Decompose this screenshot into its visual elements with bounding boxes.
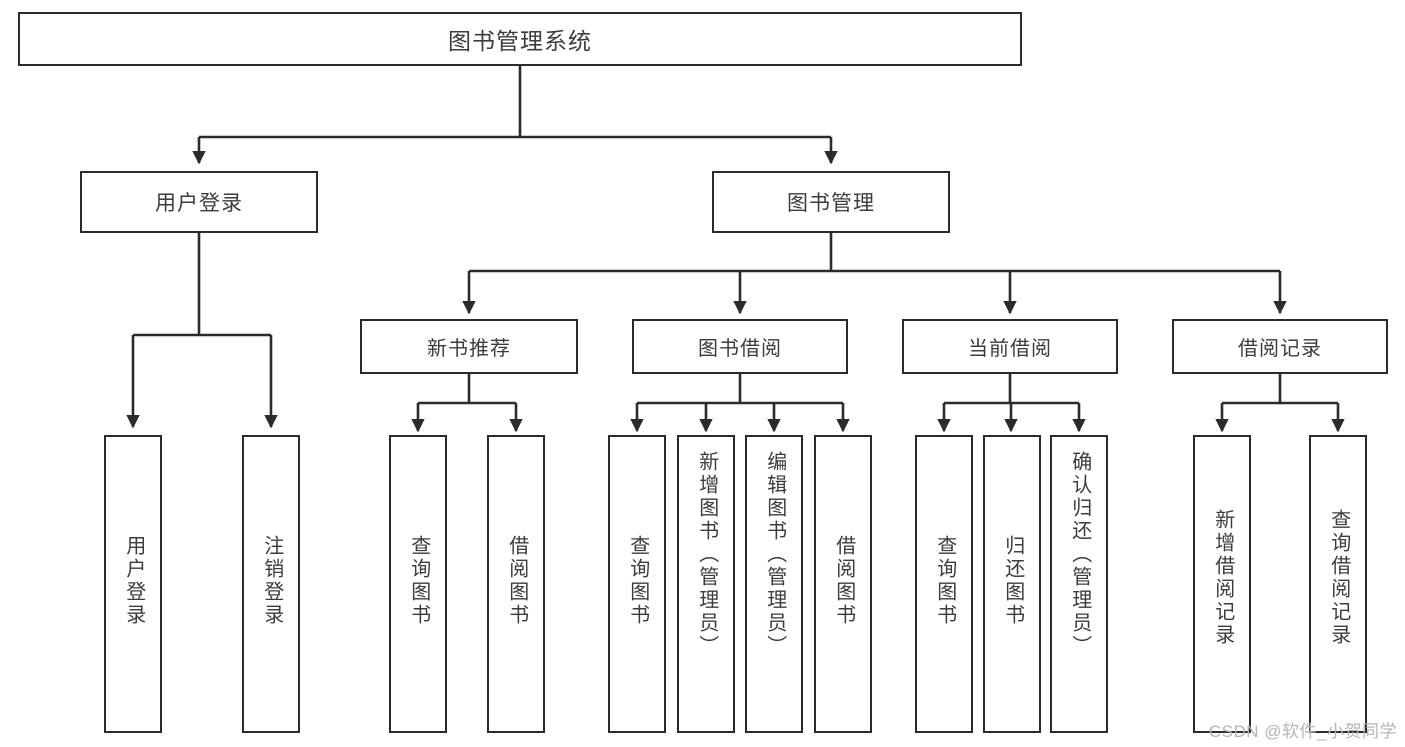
node-user-login[interactable]: 用户登录 — [80, 171, 318, 233]
node-label: 图书借阅 — [698, 338, 782, 360]
node-label: 当前借阅 — [968, 338, 1052, 360]
leaf-query-book-2[interactable]: 查询图书 — [608, 435, 666, 733]
node-book-borrow[interactable]: 图书借阅 — [632, 319, 848, 374]
leaf-label: 新增图书（管理员） — [695, 451, 718, 658]
leaf-label: 归还图书 — [1001, 535, 1024, 627]
leaf-label: 确认归还（管理员） — [1068, 451, 1091, 658]
leaf-add-book[interactable]: 新增图书（管理员） — [677, 435, 735, 733]
leaf-label: 注销登录 — [260, 535, 283, 627]
node-current-borrow[interactable]: 当前借阅 — [902, 319, 1118, 374]
leaf-return-book[interactable]: 归还图书 — [983, 435, 1041, 733]
leaf-add-borrow-record[interactable]: 新增借阅记录 — [1193, 435, 1251, 733]
leaf-query-book-3[interactable]: 查询图书 — [915, 435, 973, 733]
node-book-management[interactable]: 图书管理 — [712, 171, 950, 233]
leaf-query-borrow-record[interactable]: 查询借阅记录 — [1309, 435, 1367, 733]
leaf-label: 查询图书 — [933, 535, 956, 627]
leaf-label: 查询图书 — [407, 535, 430, 627]
leaf-label: 新增借阅记录 — [1211, 509, 1234, 647]
leaf-label: 编辑图书（管理员） — [763, 451, 786, 658]
node-borrow-record[interactable]: 借阅记录 — [1172, 319, 1388, 374]
leaf-edit-book[interactable]: 编辑图书（管理员） — [745, 435, 803, 733]
node-label: 新书推荐 — [427, 338, 511, 360]
leaf-label: 用户登录 — [122, 535, 145, 627]
leaf-borrow-book-2[interactable]: 借阅图书 — [814, 435, 872, 733]
node-root-book-management-system[interactable]: 图书管理系统 — [18, 12, 1022, 66]
csdn-watermark: CSDN @软件_小贺同学 — [1208, 722, 1397, 741]
leaf-label: 借阅图书 — [832, 535, 855, 627]
leaf-query-book-1[interactable]: 查询图书 — [389, 435, 447, 733]
node-label: 用户登录 — [155, 192, 243, 215]
node-new-book-recommend[interactable]: 新书推荐 — [360, 319, 578, 374]
node-label: 图书管理系统 — [448, 28, 592, 54]
node-label: 图书管理 — [787, 192, 875, 215]
node-label: 借阅记录 — [1238, 338, 1322, 360]
leaf-borrow-book-1[interactable]: 借阅图书 — [487, 435, 545, 733]
leaf-label: 查询图书 — [626, 535, 649, 627]
leaf-label: 查询借阅记录 — [1327, 509, 1350, 647]
leaf-user-login[interactable]: 用户登录 — [104, 435, 162, 733]
leaf-label: 借阅图书 — [505, 535, 528, 627]
leaf-logout-login[interactable]: 注销登录 — [242, 435, 300, 733]
leaf-confirm-return[interactable]: 确认归还（管理员） — [1050, 435, 1108, 733]
